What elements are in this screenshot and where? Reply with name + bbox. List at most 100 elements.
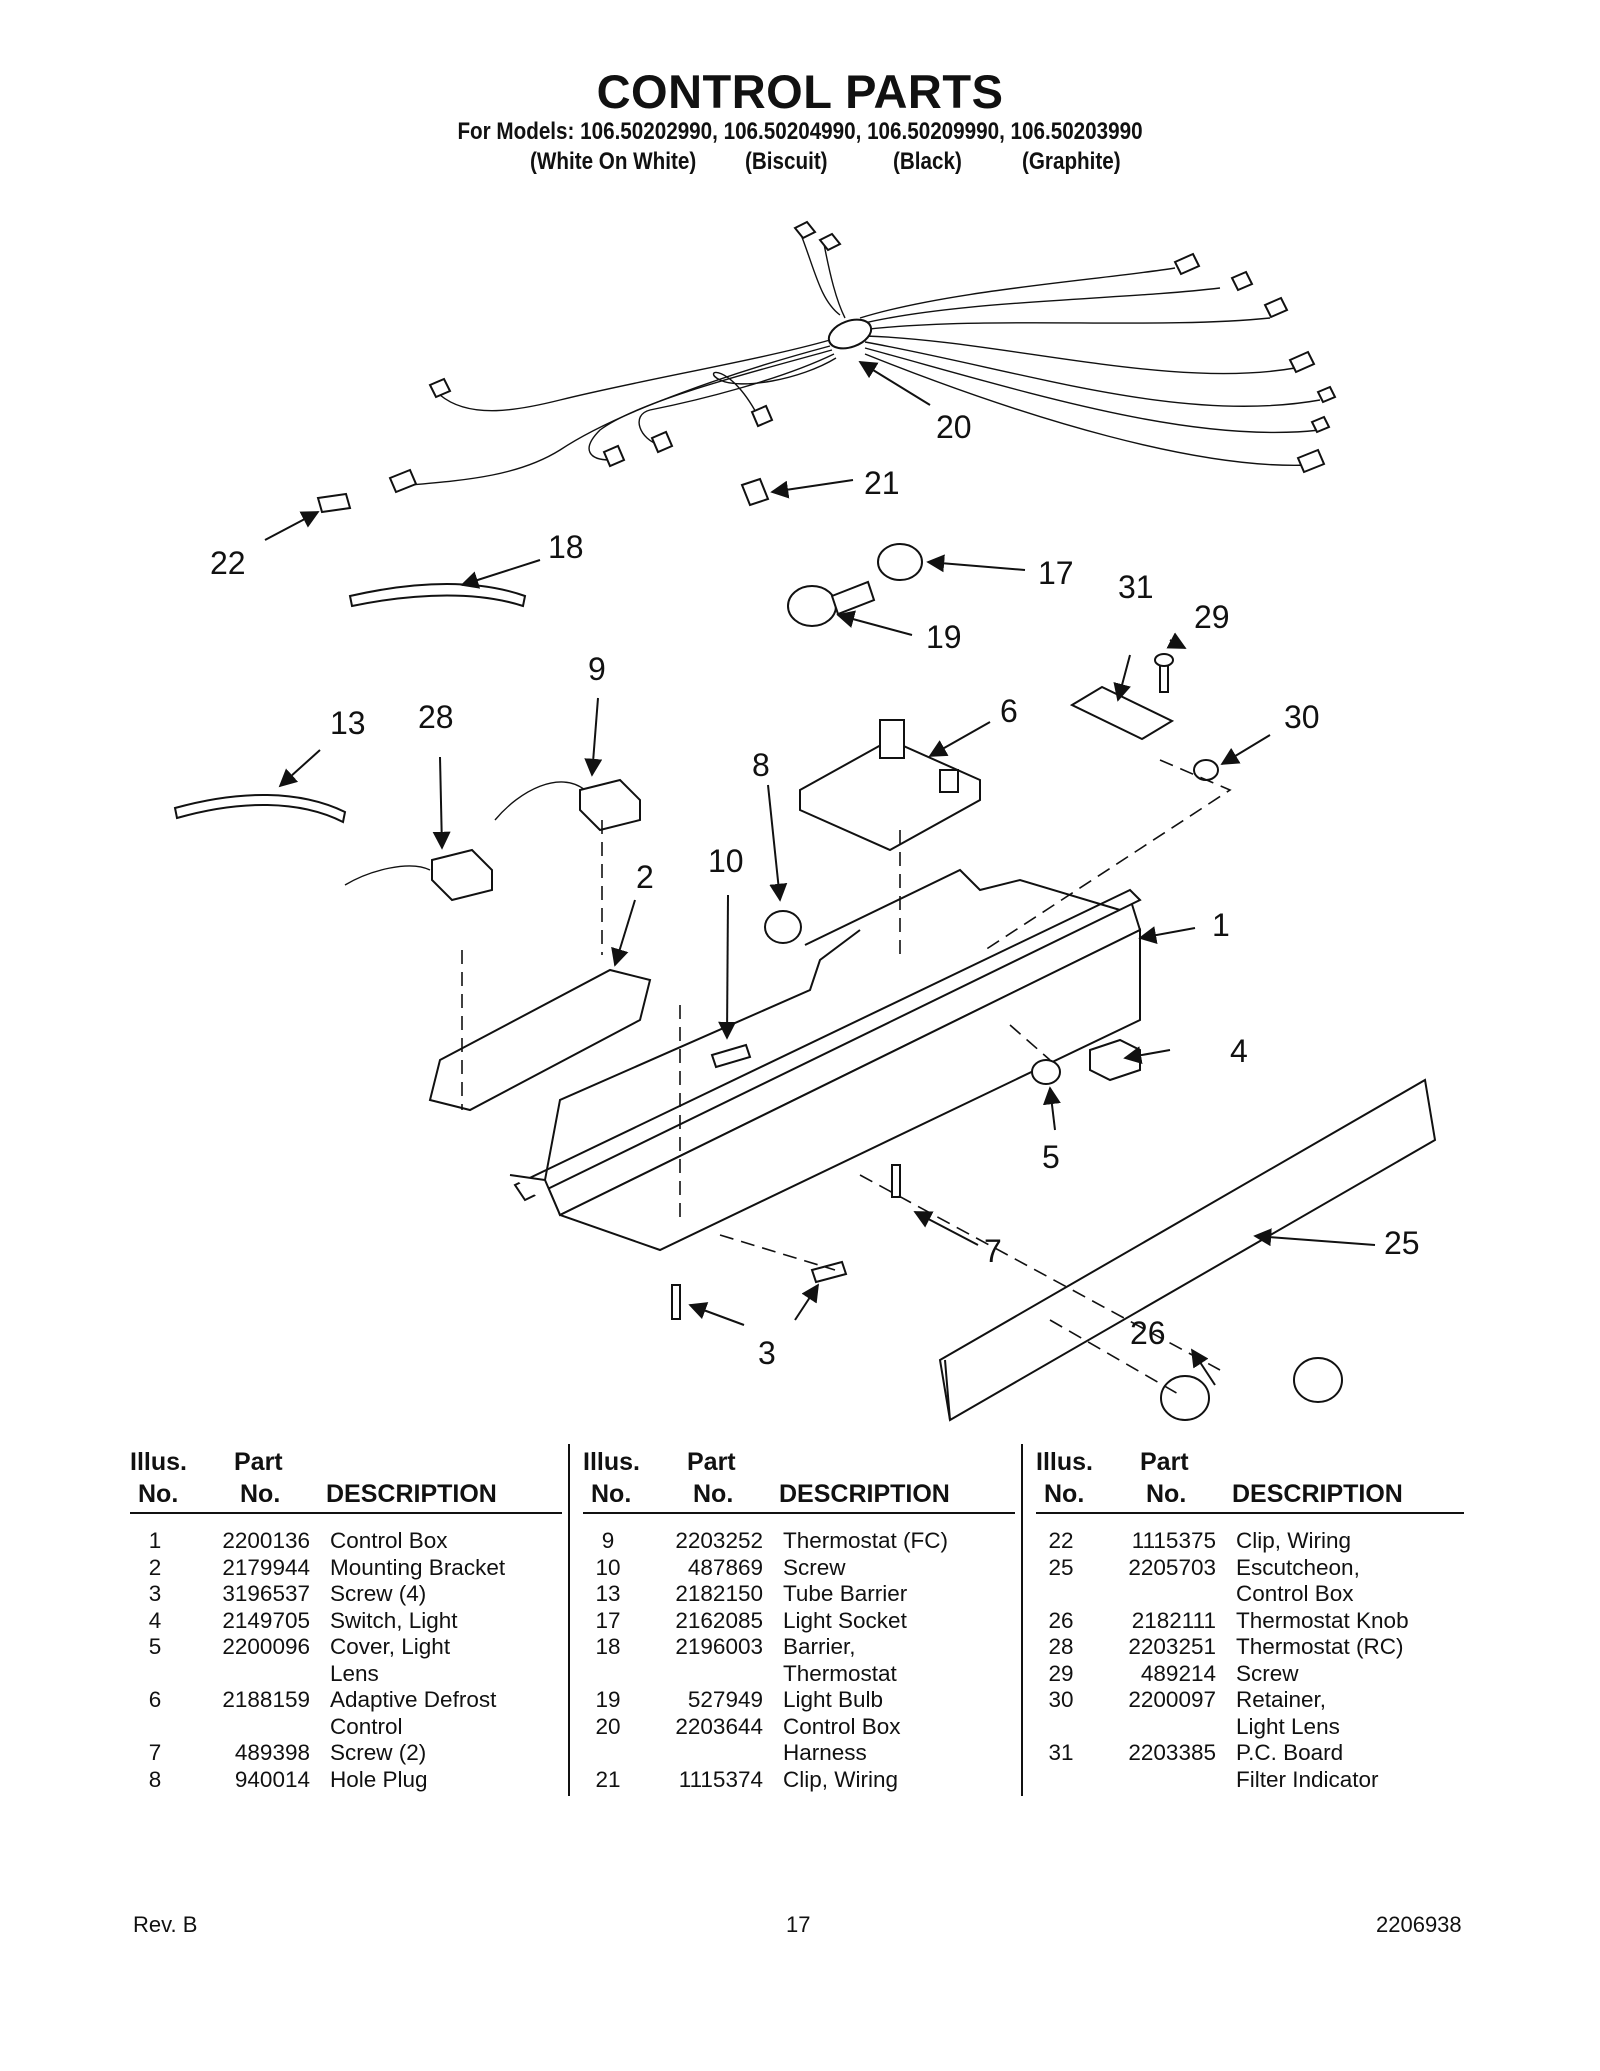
thermostat-knob-2 — [1293, 1357, 1343, 1403]
part-no: 2182150 — [675, 1581, 763, 1606]
color-graphite: (Graphite) — [1022, 148, 1121, 175]
callout-28: 28 — [418, 699, 454, 735]
illus-no: 7 — [148, 1740, 162, 1765]
description: P.C. Board — [1236, 1740, 1344, 1765]
part-no: 2203252 — [675, 1528, 763, 1553]
part-no: 2200136 — [222, 1528, 310, 1553]
illus-no: 5 — [148, 1634, 162, 1659]
illus-no: 9 — [601, 1528, 615, 1553]
description: Screw — [783, 1554, 846, 1580]
adaptive-defrost-control — [799, 719, 981, 852]
callout-19: 19 — [926, 619, 962, 655]
callout-25: 25 — [1384, 1225, 1420, 1261]
part-no: 487869 — [687, 1554, 763, 1580]
tube-barrier — [173, 794, 347, 824]
mounting-bracket — [428, 968, 652, 1112]
part-no: 1115374 — [678, 1766, 763, 1792]
screw-3 — [671, 1284, 681, 1320]
wiring-harness — [388, 220, 1337, 494]
callout-18: 18 — [548, 529, 584, 565]
illus-no: 10 — [595, 1554, 621, 1580]
callout-9: 9 — [588, 651, 606, 687]
part-no: 2200097 — [1128, 1687, 1216, 1712]
description: Retainer, — [1236, 1687, 1327, 1712]
illus-no: 6 — [148, 1687, 162, 1712]
description: Harness — [783, 1740, 867, 1765]
page-number: 17 — [786, 1912, 811, 1937]
illus-no: 22 — [1048, 1528, 1074, 1553]
description: Screw — [1236, 1660, 1299, 1686]
illus-no: 19 — [595, 1687, 621, 1712]
description: Thermostat (RC) — [1236, 1634, 1404, 1659]
parts-column-3: Illus. No. Part No. DESCRIPTION 22 111537… — [1036, 1444, 1464, 1793]
callout-29: 29 — [1194, 599, 1230, 635]
part-no: 2162085 — [675, 1607, 763, 1633]
illus-no: 17 — [595, 1607, 621, 1633]
light-switch — [1089, 1038, 1141, 1082]
callout-30: 30 — [1284, 699, 1320, 735]
description: Barrier, — [783, 1634, 856, 1659]
part-no: 2205703 — [1128, 1554, 1216, 1580]
column-separator — [1021, 1444, 1023, 1796]
description: Switch, Light — [330, 1607, 458, 1633]
callout-1: 1 — [1212, 907, 1230, 943]
retainer — [1193, 759, 1219, 781]
part-no: 940014 — [234, 1766, 310, 1792]
part-no: 2179944 — [222, 1554, 310, 1580]
description: Lens — [330, 1660, 379, 1686]
description: Light Lens — [1236, 1713, 1340, 1739]
document-number: 2206938 — [1376, 1912, 1462, 1937]
light-bulb — [787, 585, 837, 627]
part-no: 2149705 — [222, 1607, 310, 1633]
callout-7: 7 — [984, 1233, 1002, 1269]
wiring-clip-21 — [740, 477, 770, 507]
part-no: 3196537 — [222, 1581, 310, 1606]
description: Control — [330, 1713, 403, 1739]
escutcheon — [938, 1078, 1437, 1422]
table-header: Illus. No. Part No. DESCRIPTION — [1036, 1444, 1464, 1514]
thermostat-rc — [344, 848, 493, 902]
description: Hole Plug — [330, 1766, 428, 1792]
callout-13: 13 — [330, 705, 366, 741]
description: Escutcheon, — [1236, 1554, 1360, 1580]
description: Cover, Light — [330, 1634, 451, 1659]
description: Thermostat Knob — [1236, 1607, 1409, 1633]
part-no: 2203385 — [1128, 1740, 1216, 1765]
callout-5: 5 — [1042, 1139, 1060, 1175]
description: Tube Barrier — [783, 1581, 908, 1606]
part-no: 2200096 — [222, 1634, 310, 1659]
exploded-parts-diagram: 20 21 22 18 17 31 29 19 9 6 13 28 30 8 2… — [173, 220, 1437, 1422]
description: Control Box — [330, 1528, 448, 1553]
part-no: 2203644 — [675, 1713, 763, 1739]
light-socket — [877, 543, 923, 581]
table-row: 8 940014 Hole Plug — [130, 1767, 562, 1794]
lens-cover — [1031, 1059, 1061, 1085]
description: Screw (4) — [330, 1581, 427, 1606]
illus-no: 18 — [595, 1634, 621, 1659]
callout-20: 20 — [936, 409, 972, 445]
callout-10: 10 — [708, 843, 744, 879]
callout-17: 17 — [1038, 555, 1074, 591]
part-no: 1115375 — [1131, 1528, 1216, 1553]
description: Adaptive Defrost — [330, 1687, 497, 1712]
thermostat-fc — [494, 778, 641, 832]
description: Mounting Bracket — [330, 1554, 506, 1580]
illus-no: 8 — [148, 1766, 162, 1792]
screw-10 — [710, 1043, 752, 1069]
callout-2: 2 — [636, 859, 654, 895]
